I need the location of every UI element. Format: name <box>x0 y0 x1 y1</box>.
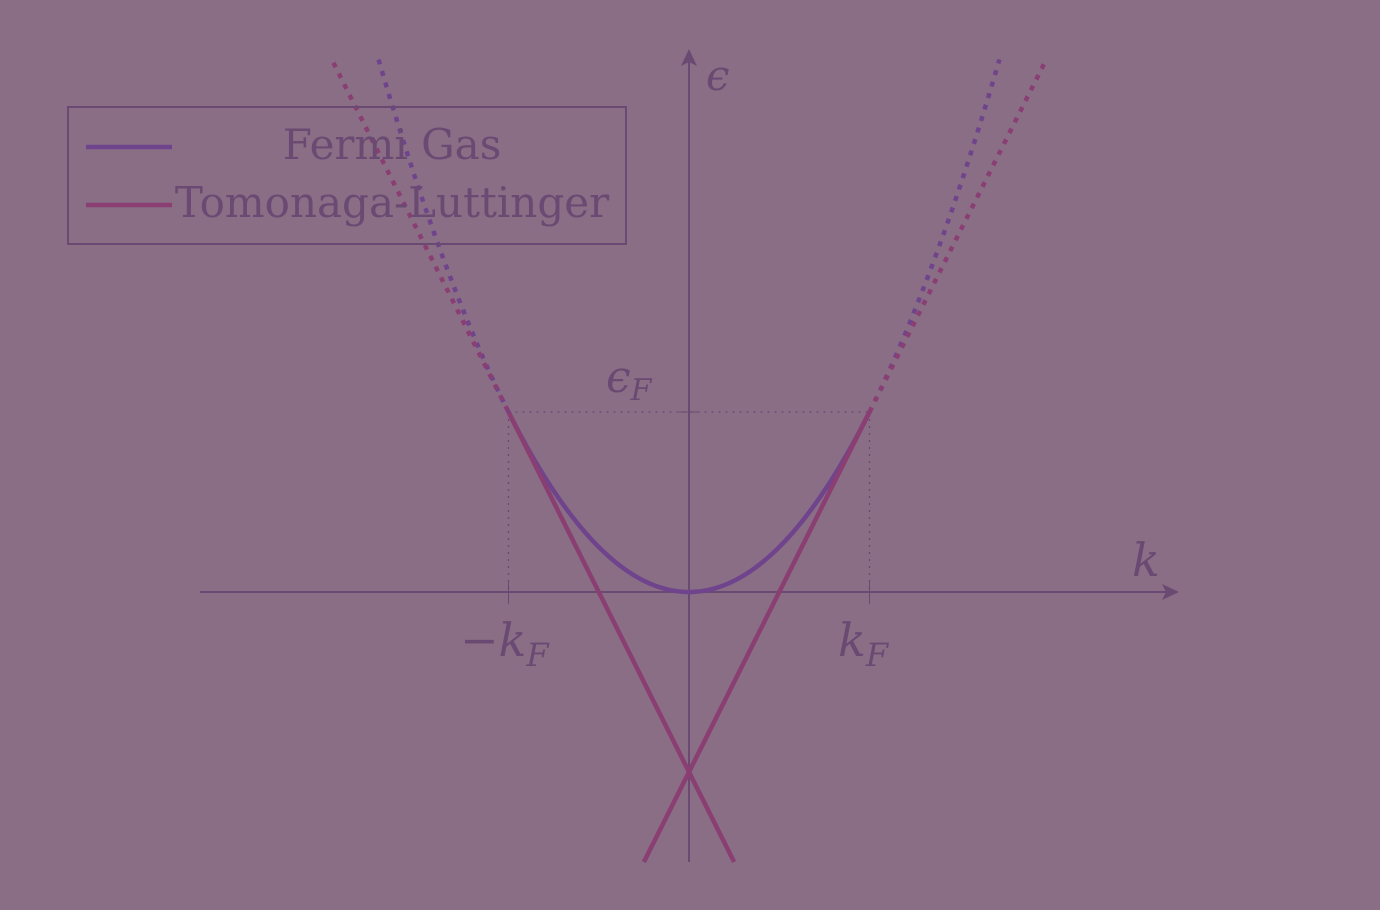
fermi-gas-curve-extension <box>867 58 1002 414</box>
fermi-gas-curve <box>506 410 872 595</box>
tomonaga-luttinger-left-extension <box>331 61 511 414</box>
y-tick-label-ef: ϵF <box>606 352 653 408</box>
svg-text:−kF: −kF <box>460 613 550 674</box>
plot-curves <box>331 58 1047 863</box>
legend-label-tomonaga-luttinger: Tomonaga-Luttinger <box>175 178 610 227</box>
legend-label-fermi-gas: Fermi Gas <box>283 120 502 169</box>
x-tick-label-sub: F <box>865 636 890 674</box>
y-tick-label-main: ϵ <box>606 352 631 403</box>
tomonaga-luttinger-left-branch <box>506 410 737 863</box>
axis-ticks <box>508 411 870 604</box>
fermi-gas-curve-extension <box>376 58 511 414</box>
x-tick-label-main: −k <box>460 613 526 667</box>
tomonaga-luttinger-right-branch <box>641 410 872 863</box>
x-tick-label-kf: kF <box>838 613 890 674</box>
svg-text:kF: kF <box>838 613 890 674</box>
x-tick-label-neg-kf: −kF <box>460 613 550 674</box>
x-tick-label-sub: F <box>525 636 550 674</box>
y-axis-label: ϵ <box>706 51 730 100</box>
tomonaga-luttinger-right-extension <box>867 61 1047 414</box>
legend: Fermi Gas Tomonaga-Luttinger <box>67 106 627 245</box>
svg-text:ϵF: ϵF <box>606 352 653 408</box>
y-axis-arrowhead <box>681 49 697 66</box>
fermi-level-guides <box>507 411 871 592</box>
x-axis-label: k <box>1132 533 1160 587</box>
legend-box <box>67 106 627 245</box>
x-axis-arrowhead <box>1162 584 1179 600</box>
y-tick-label-sub: F <box>630 373 653 408</box>
axes <box>200 49 1179 862</box>
x-tick-label-main: k <box>838 613 866 667</box>
